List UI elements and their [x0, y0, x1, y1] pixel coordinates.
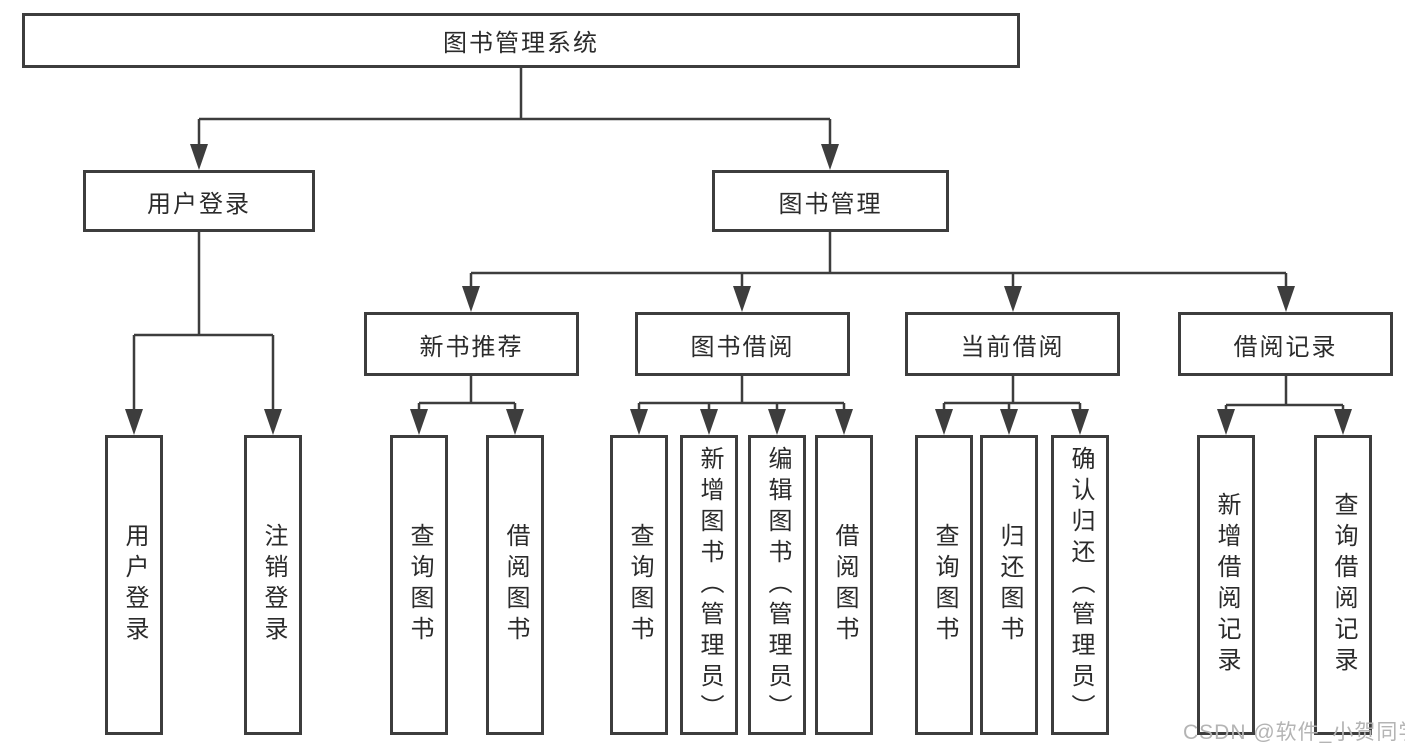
node-leaf-query-books-3: 查询图书 — [915, 435, 973, 735]
node-library-system: 图书管理系统 — [22, 13, 1020, 68]
node-leaf-query-books-2: 查询图书 — [610, 435, 668, 735]
node-label: 注销登录 — [260, 523, 287, 647]
node-label: 新增图书（管理员） — [696, 445, 723, 725]
node-leaf-add-book-admin: 新增图书（管理员） — [680, 435, 738, 735]
node-leaf-borrow-books-1: 借阅图书 — [486, 435, 544, 735]
node-book-management: 图书管理 — [712, 170, 949, 232]
node-label: 图书管理系统 — [443, 30, 599, 57]
node-leaf-user-login: 用户登录 — [105, 435, 163, 735]
node-borrowing-records: 借阅记录 — [1178, 312, 1393, 376]
node-label: 用户登录 — [121, 523, 148, 647]
node-label: 编辑图书（管理员） — [764, 445, 791, 725]
csdn-watermark: CSDN @软件_小贺同学 — [1183, 721, 1405, 744]
node-book-borrowing: 图书借阅 — [635, 312, 850, 376]
node-label: 查询借阅记录 — [1330, 492, 1357, 678]
node-leaf-add-borrow-record: 新增借阅记录 — [1197, 435, 1255, 735]
node-label: 新书推荐 — [419, 333, 524, 361]
node-label: 借阅图书 — [502, 523, 529, 647]
node-current-borrowing: 当前借阅 — [905, 312, 1120, 376]
node-label: 归还图书 — [996, 523, 1023, 647]
node-leaf-logout: 注销登录 — [244, 435, 302, 735]
node-user-login: 用户登录 — [83, 170, 315, 232]
node-label: 查询图书 — [626, 523, 653, 647]
node-new-book-recommendation: 新书推荐 — [364, 312, 579, 376]
node-leaf-query-books-1: 查询图书 — [390, 435, 448, 735]
node-leaf-edit-book-admin: 编辑图书（管理员） — [748, 435, 806, 735]
node-label: 新增借阅记录 — [1213, 492, 1240, 678]
node-label: 查询图书 — [931, 523, 958, 647]
arrowheads-level-2 — [190, 119, 839, 170]
node-label: 借阅记录 — [1233, 333, 1338, 361]
node-label: 确认归还（管理员） — [1067, 445, 1094, 725]
node-label: 图书借阅 — [690, 333, 795, 361]
node-label: 用户登录 — [147, 190, 251, 218]
node-leaf-borrow-books-2: 借阅图书 — [815, 435, 873, 735]
node-label: 查询图书 — [406, 523, 433, 647]
node-leaf-query-borrow-record: 查询借阅记录 — [1314, 435, 1372, 735]
arrowheads-level-3 — [462, 273, 1295, 312]
node-label: 图书管理 — [778, 190, 883, 218]
node-leaf-return-book: 归还图书 — [980, 435, 1038, 735]
node-label: 借阅图书 — [831, 523, 858, 647]
node-leaf-confirm-return-admin: 确认归还（管理员） — [1051, 435, 1109, 735]
node-label: 当前借阅 — [960, 333, 1065, 361]
